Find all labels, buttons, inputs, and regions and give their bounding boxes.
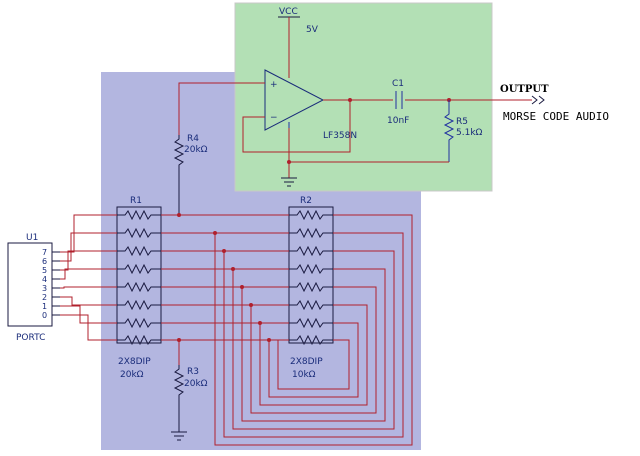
- vcc-voltage-label: 5V: [306, 25, 319, 35]
- r3-label: R3: [187, 367, 199, 377]
- opamp-plus-label: +: [270, 80, 278, 90]
- port-pin-label: 0: [42, 311, 47, 320]
- port-pin-label: 2: [42, 293, 47, 302]
- c1-label: C1: [392, 79, 404, 89]
- port-pin-label: 5: [42, 266, 47, 275]
- r1-label: R1: [130, 196, 142, 206]
- amplifier-panel: [234, 2, 493, 192]
- ground-symbol-amp: [281, 128, 297, 187]
- u1-label: U1: [26, 233, 38, 243]
- port-pin-label: 1: [42, 302, 47, 311]
- wiring-network: [60, 214, 413, 446]
- r4-value: 20kΩ: [184, 145, 208, 155]
- ground-symbol-r3: [171, 431, 187, 441]
- r1-value: 20kΩ: [120, 370, 144, 380]
- r4-label: R4: [187, 134, 199, 144]
- opamp-label: LF358N: [323, 131, 357, 141]
- port-pin-label: 6: [42, 257, 47, 266]
- r2-type: 2X8DIP: [290, 357, 323, 367]
- port-pin-label: 7: [42, 248, 47, 257]
- resistor-r5: R5 5.1kΩ: [443, 100, 483, 162]
- r2-value: 10kΩ: [292, 370, 316, 380]
- r3-value: 20kΩ: [184, 379, 208, 389]
- output-label: OUTPUT: [500, 84, 549, 95]
- resistor-network-r1: R1 2X8DIP 20kΩ: [116, 196, 162, 380]
- vcc-label: VCC: [279, 7, 298, 17]
- output-description: MORSE CODE AUDIO: [503, 110, 609, 123]
- opamp-minus-label: −: [270, 113, 278, 123]
- opamp-lf358n: + − LF358N: [264, 69, 357, 141]
- r1-type: 2X8DIP: [118, 357, 151, 367]
- r5-value: 5.1kΩ: [456, 128, 483, 138]
- port-pin-label: 3: [42, 284, 47, 293]
- vcc-supply: VCC 5V: [278, 7, 319, 78]
- resistor-network-r2: R2 2X8DIP 10kΩ: [288, 196, 334, 380]
- r5-label: R5: [456, 117, 468, 127]
- port-pin-label: 4: [42, 275, 47, 284]
- u1-name: PORTC: [16, 333, 45, 343]
- output-terminal: OUTPUT MORSE CODE AUDIO: [500, 84, 609, 123]
- resistor-r4: R4 20kΩ: [173, 134, 208, 215]
- c1-value: 10nF: [387, 116, 409, 126]
- r2-label: R2: [300, 196, 312, 206]
- capacitor-c1: C1 10nF: [387, 79, 409, 126]
